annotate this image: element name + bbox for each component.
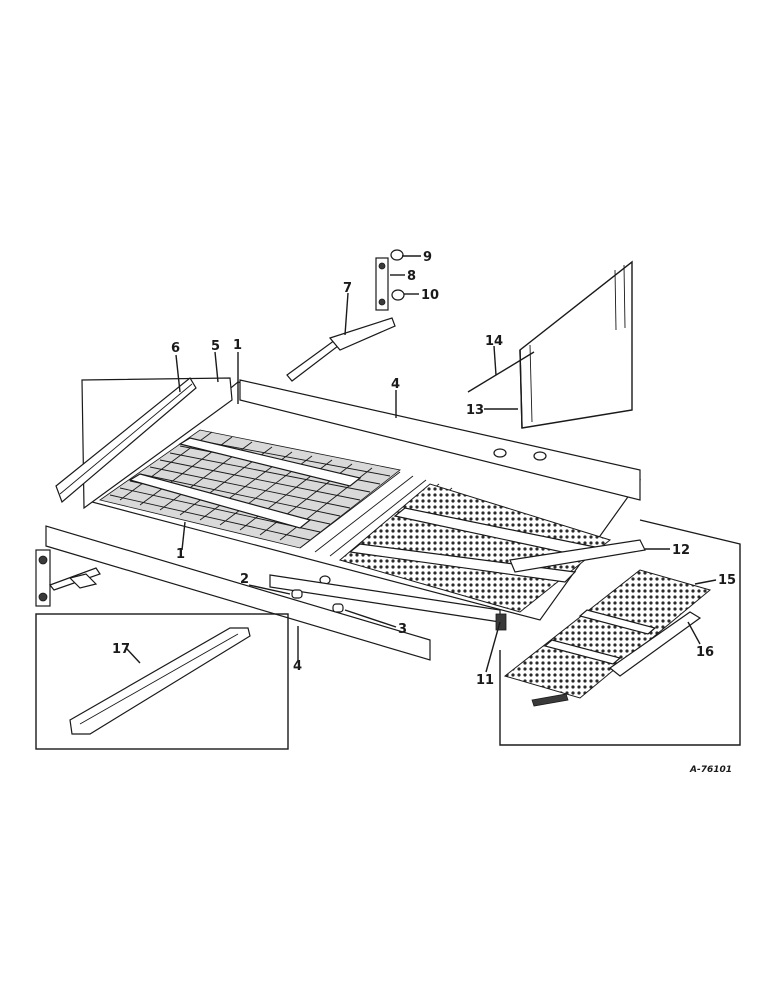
callout-1-top: 1 [233, 338, 242, 353]
front-side-rail [45, 525, 431, 661]
extension-cross-brace [543, 639, 622, 665]
sieve-cross-brace [348, 543, 577, 583]
callout-10: 10 [421, 288, 439, 303]
callout-1-bottom: 1 [176, 547, 185, 562]
inset-strip [35, 613, 289, 750]
callout-11: 11 [476, 673, 494, 688]
leader-lines [125, 255, 717, 673]
callout-4-top: 4 [391, 377, 400, 392]
hanger-bracket [35, 549, 101, 607]
callout-13: 13 [466, 403, 484, 418]
callout-8: 8 [407, 269, 416, 284]
bushing-2 [291, 589, 303, 599]
shaft-assembly [286, 249, 405, 382]
bushing-3 [332, 603, 344, 613]
strip-17 [69, 627, 251, 735]
sieve-frame-assembly [35, 377, 642, 661]
chaffer-cross-brace [128, 473, 312, 529]
callout-9: 9 [423, 250, 432, 265]
callout-labels: 1 1 2 3 4 4 5 6 7 8 9 10 11 12 13 14 15 … [112, 250, 736, 688]
callout-5: 5 [211, 339, 220, 354]
pivot-bracket [495, 613, 507, 631]
callout-17: 17 [112, 642, 130, 657]
drawing-reference: A-76101 [689, 765, 732, 775]
shaft-plate [328, 317, 396, 351]
angle-strip [55, 377, 197, 504]
callout-14: 14 [485, 334, 503, 349]
shaft-7 [286, 339, 339, 382]
inset-extension-sieve [499, 519, 741, 746]
callout-4-bottom: 4 [293, 659, 302, 674]
bolt-10 [391, 289, 405, 301]
extension-bracket-16 [608, 611, 702, 677]
callout-16: 16 [696, 645, 714, 660]
extension-cross-brace [578, 609, 657, 635]
extension-rail-12 [509, 539, 646, 573]
rear-side-rail [239, 379, 641, 501]
extension-sieve-15 [503, 569, 712, 699]
extension-handle [531, 693, 569, 707]
callout-12: 12 [672, 543, 690, 558]
callout-3: 3 [398, 622, 407, 637]
link-8 [375, 257, 389, 311]
nut-9 [390, 249, 404, 261]
callout-7: 7 [343, 281, 352, 296]
callout-6: 6 [171, 341, 180, 356]
callout-2: 2 [240, 572, 249, 587]
chaffer-cross-brace [178, 437, 362, 487]
extension-frame [467, 260, 633, 429]
callout-15: 15 [718, 573, 736, 588]
